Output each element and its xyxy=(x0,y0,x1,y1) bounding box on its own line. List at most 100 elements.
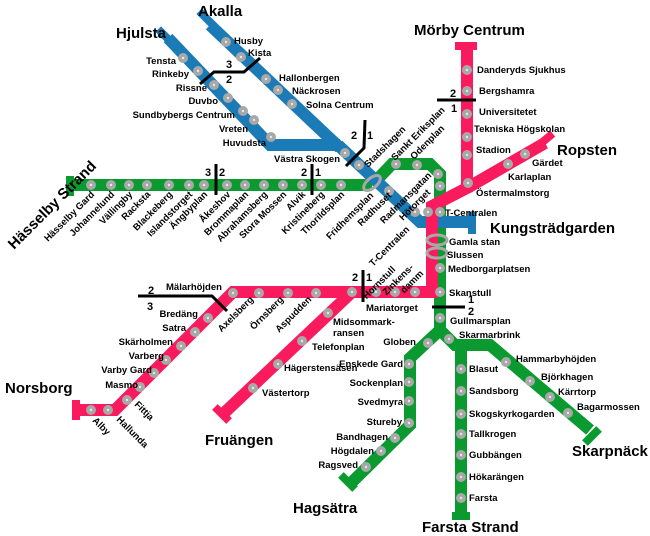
station-label[interactable]: Bagarmossen xyxy=(577,402,640,413)
station-label[interactable]: Danderyds Sjukhus xyxy=(477,65,566,76)
station-label[interactable]: Tallkrogen xyxy=(469,429,517,440)
interchange-station-marker[interactable] xyxy=(425,233,449,247)
station-label[interactable]: Hökarängen xyxy=(469,472,524,483)
station-label[interactable]: Masmo xyxy=(105,380,138,391)
station-label[interactable]: Gubbängen xyxy=(469,450,522,461)
station-marker-center xyxy=(300,339,304,343)
station-label[interactable]: Kärrtorp xyxy=(558,387,596,398)
station-label[interactable]: Björkhagen xyxy=(541,372,593,383)
interchange-station-marker[interactable] xyxy=(361,173,383,194)
station-label[interactable]: Medborgarplatsen xyxy=(448,264,531,275)
station-label[interactable]: Tekniska Högskolan xyxy=(474,124,565,135)
station-label[interactable]: Alby xyxy=(90,415,113,438)
station-label[interactable]: Gamla stan xyxy=(449,237,500,248)
station-label[interactable]: Satra xyxy=(162,323,186,334)
terminus-label[interactable]: Hjulsta xyxy=(116,25,167,42)
station-marker-center xyxy=(281,183,285,187)
station-label[interactable]: Bandhagen xyxy=(336,432,388,443)
station-label[interactable]: Hägerstensäsen xyxy=(284,363,358,374)
station-label[interactable]: Stureby xyxy=(367,417,403,428)
zone-number-label: 2 xyxy=(468,306,474,318)
station-label[interactable]: Tensta xyxy=(146,56,177,67)
terminus-label[interactable]: Akalla xyxy=(198,3,243,20)
terminus-label[interactable]: Skarpnäck xyxy=(572,443,649,460)
station-label[interactable]: Näckrosen xyxy=(292,86,341,97)
station-label[interactable]: Varberg xyxy=(129,351,165,362)
station-marker-center xyxy=(339,183,343,187)
station-label[interactable]: Skärholmen xyxy=(119,337,174,348)
station-label[interactable]: T-Centralen xyxy=(367,224,412,269)
station-label[interactable]: Västertorp xyxy=(262,388,310,399)
station-label[interactable]: Karlaplan xyxy=(508,172,551,183)
station-marker-center xyxy=(465,68,469,72)
terminus-label[interactable]: Farsta Strand xyxy=(422,519,519,536)
station-label[interactable]: Gullmarsplan xyxy=(450,316,511,327)
terminus-label[interactable]: Mörby Centrum xyxy=(414,22,525,39)
station-label[interactable]: Stadion xyxy=(476,145,511,156)
interchange-station-marker[interactable] xyxy=(425,246,449,260)
station-label[interactable]: Mariatorget xyxy=(366,303,419,314)
station-label[interactable]: Universitetet xyxy=(479,107,537,118)
station-label[interactable]: T-Centralen xyxy=(445,208,497,219)
station-label[interactable]: Svedmyra xyxy=(358,397,404,408)
station-marker-center xyxy=(413,210,417,214)
station-label[interactable]: Fittja xyxy=(132,399,156,423)
station-label[interactable]: Skarmarbrink xyxy=(459,330,521,341)
station-label[interactable]: Högdalen xyxy=(331,446,374,457)
station-label[interactable]: Blasut xyxy=(469,364,499,375)
station-marker-center xyxy=(164,358,168,362)
station-label[interactable]: Vreten xyxy=(219,124,248,135)
station-label[interactable]: Skogskyrkogarden xyxy=(469,409,555,420)
station-label[interactable]: Sockenplan xyxy=(350,378,404,389)
station-label[interactable]: Sandsborg xyxy=(469,386,519,397)
station-marker-center xyxy=(196,69,200,73)
station-label[interactable]: Sundbybergs Centrum xyxy=(133,110,235,121)
station-marker-center xyxy=(548,395,552,399)
station-label[interactable]: Västra Skogen xyxy=(274,154,340,165)
station-label[interactable]: Duvbo xyxy=(188,96,218,107)
terminus-label[interactable]: Hagsätra xyxy=(293,500,358,517)
station-label[interactable]: Telefonplan xyxy=(312,342,365,353)
station-marker-center xyxy=(459,496,463,500)
zone-number-label: 3 xyxy=(205,167,211,179)
station-marker-center xyxy=(252,118,256,122)
zone-number-label: 2 xyxy=(450,88,456,100)
station-marker-center xyxy=(106,408,110,412)
station-marker-center xyxy=(466,181,470,185)
station-label[interactable]: Rinkeby xyxy=(152,69,190,80)
station-label[interactable]: ransen xyxy=(333,328,364,339)
station-label[interactable]: Hallonbergen xyxy=(279,73,340,84)
station-marker-center xyxy=(269,135,273,139)
station-label[interactable]: Huvudsta xyxy=(223,138,267,149)
station-label[interactable]: Mälarhöjden xyxy=(166,282,222,293)
terminus-label[interactable]: Ropsten xyxy=(557,142,617,159)
station-label[interactable]: Farsta xyxy=(469,493,498,504)
station-label[interactable]: Slussen xyxy=(447,250,484,261)
station-marker-center xyxy=(528,379,532,383)
station-label[interactable]: Hammarbyhöjden xyxy=(516,354,596,365)
station-marker-center xyxy=(251,386,255,390)
station-label[interactable]: Midsommark- xyxy=(333,317,395,328)
terminus-label[interactable]: Fruängen xyxy=(205,432,273,449)
station-label[interactable]: Östermalmstorg xyxy=(476,188,550,199)
station-label[interactable]: Husby xyxy=(234,36,264,47)
station-label[interactable]: Varby Gard xyxy=(101,365,152,376)
station-label[interactable]: Gärdet xyxy=(532,158,563,169)
station-marker-center xyxy=(145,183,149,187)
station-label[interactable]: Skanstull xyxy=(449,288,491,299)
terminus-label[interactable]: Norsborg xyxy=(5,380,73,397)
station-label[interactable]: Solna Centrum xyxy=(306,100,374,111)
station-label[interactable]: Bergshamra xyxy=(479,86,535,97)
station-label[interactable]: Rissne xyxy=(176,83,207,94)
station-label[interactable]: Ragsved xyxy=(318,460,358,471)
terminus-label[interactable]: Kungsträdgarden xyxy=(490,220,615,237)
station-label[interactable]: Globen xyxy=(383,337,416,348)
station-label[interactable]: Kista xyxy=(248,48,272,59)
station-label[interactable]: Bredäng xyxy=(159,309,198,320)
station-marker-center xyxy=(413,290,417,294)
station-marker-center xyxy=(438,316,442,320)
station-marker-center xyxy=(374,290,378,294)
station-marker-center xyxy=(459,453,463,457)
station-label[interactable]: Enskede Gard xyxy=(339,359,403,370)
station-marker-center xyxy=(193,330,197,334)
